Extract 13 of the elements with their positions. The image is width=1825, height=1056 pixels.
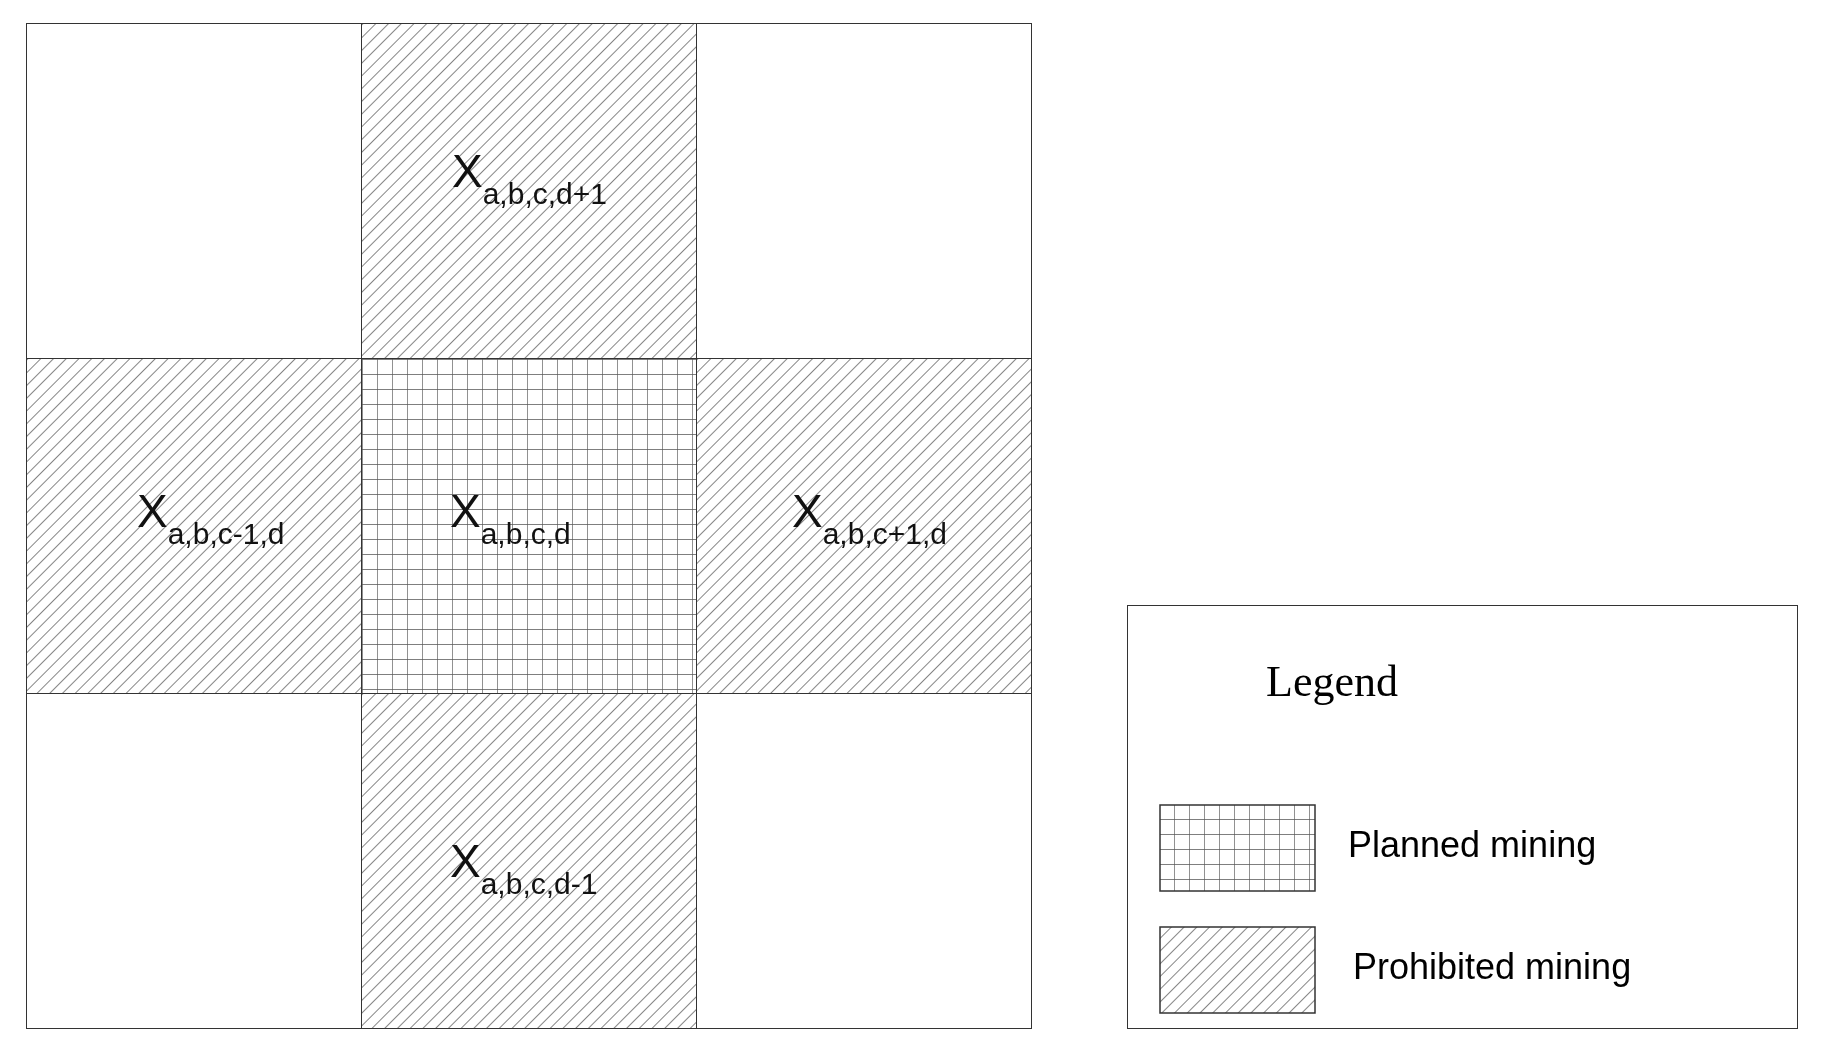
cell-label: X$_{a,b,c-1,d}$	[137, 484, 285, 551]
legend-title: Legend	[1266, 656, 1398, 707]
legend-label: Prohibited mining	[1353, 946, 1632, 988]
cell-label: X$_{a,b,c,d-1}$	[450, 834, 598, 901]
prohibited-mining-zone	[361, 23, 697, 359]
cell-label: X$_{a,b,c,d}$	[450, 484, 571, 551]
prohibited-mining-zone	[26, 358, 362, 694]
planned-mining-zone	[361, 358, 697, 694]
prohibited-mining-zone	[696, 358, 1032, 694]
prohibited-mining-zone	[361, 693, 697, 1029]
cell-label: X$_{a,b,c,d+1}$	[452, 144, 607, 211]
legend-label: Planned mining	[1348, 824, 1597, 866]
cell-label: X$_{a,b,c+1,d}$	[792, 484, 947, 551]
